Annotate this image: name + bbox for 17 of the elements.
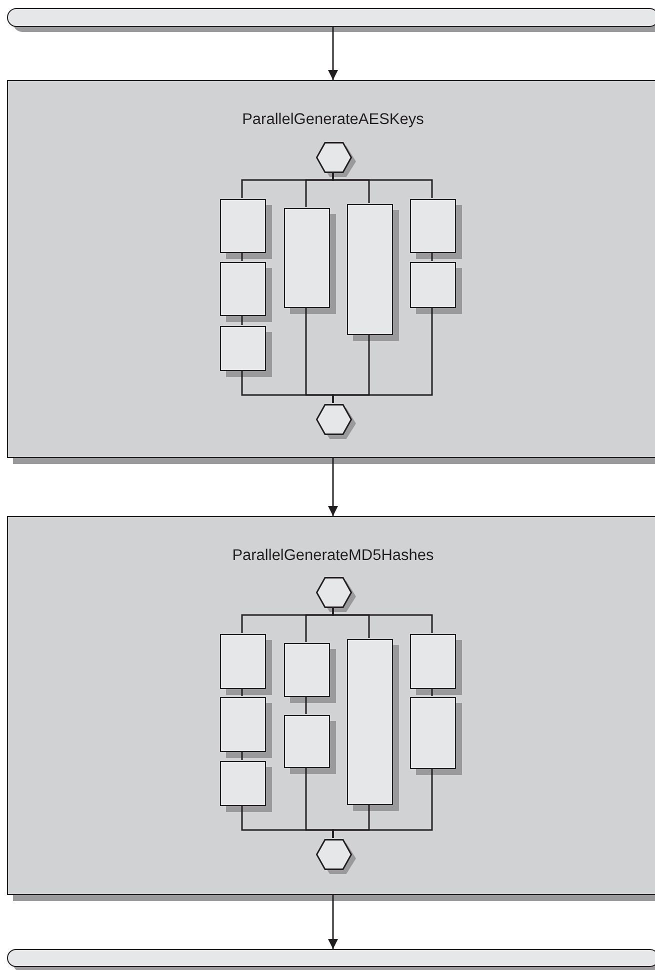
connector-line bbox=[431, 252, 433, 261]
connector-line bbox=[241, 688, 243, 696]
connector-line bbox=[305, 696, 307, 714]
connector-line bbox=[241, 252, 243, 261]
arrow bbox=[328, 895, 338, 949]
connector-line bbox=[332, 172, 433, 198]
arrow bbox=[328, 458, 338, 516]
arrow bbox=[328, 27, 338, 80]
connector-line bbox=[332, 307, 433, 403]
connector-line bbox=[431, 688, 433, 696]
connector-line bbox=[332, 607, 433, 633]
panel-title: ParallelGenerateMD5Hashes bbox=[232, 547, 434, 565]
connector-line bbox=[241, 315, 243, 325]
connector-line bbox=[332, 768, 433, 838]
connector-line bbox=[241, 751, 243, 760]
rounded-bar bbox=[7, 949, 655, 967]
panel-title: ParallelGenerateAESKeys bbox=[242, 111, 424, 129]
